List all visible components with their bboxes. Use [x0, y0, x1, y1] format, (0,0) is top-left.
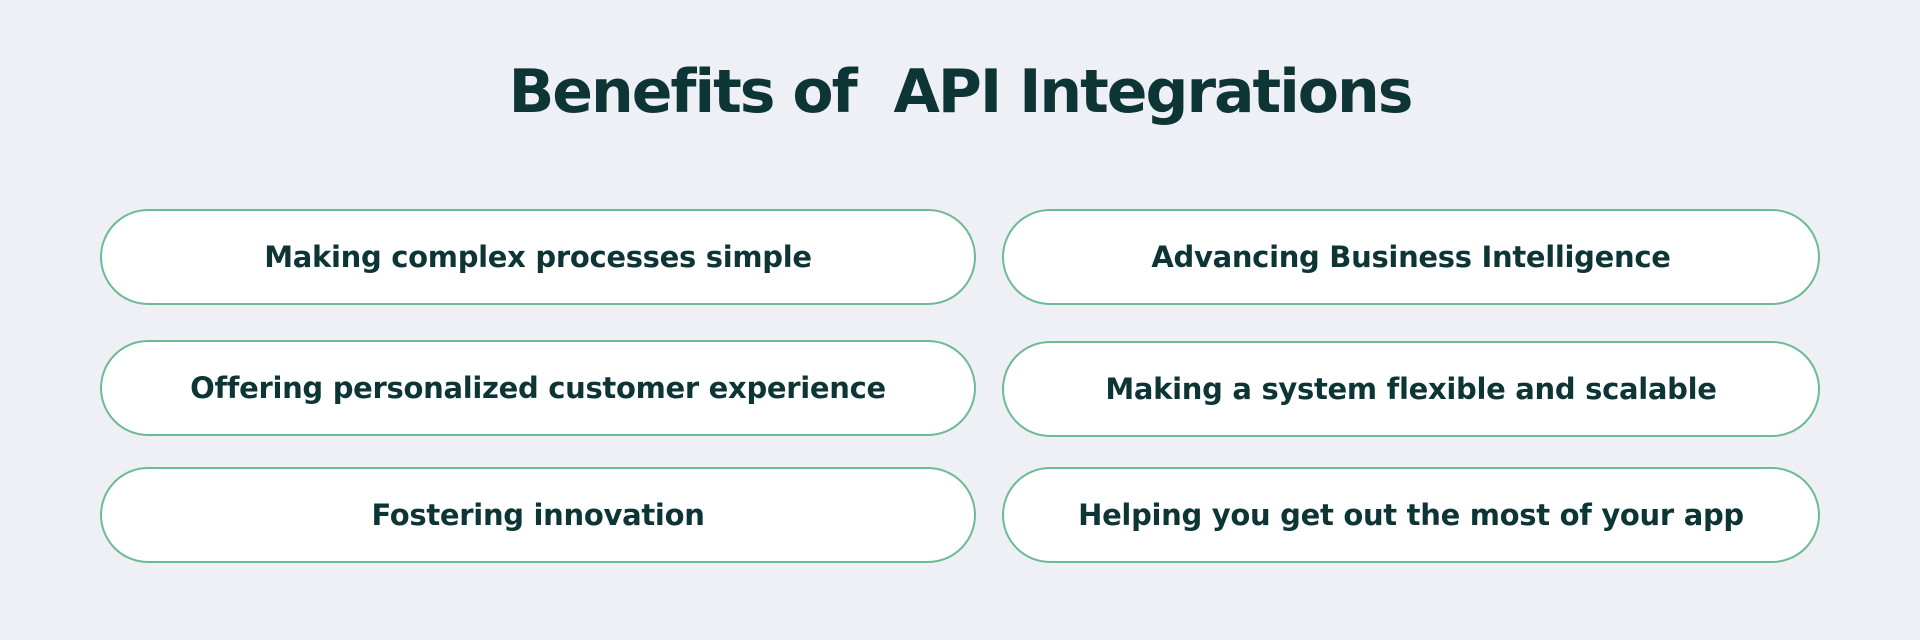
benefit-label: Making a system flexible and scalable	[1105, 372, 1717, 406]
benefit-label: Making complex processes simple	[264, 240, 812, 274]
page-title: Benefits of API Integrations	[508, 57, 1414, 127]
benefit-pill: Fostering innovation	[100, 467, 976, 563]
benefit-label: Advancing Business Intelligence	[1151, 240, 1671, 274]
benefit-pill: Helping you get out the most of your app	[1002, 467, 1820, 563]
benefit-pill: Making complex processes simple	[100, 209, 976, 305]
benefit-pill: Offering personalized customer experienc…	[100, 340, 976, 436]
benefit-label: Helping you get out the most of your app	[1078, 498, 1744, 532]
benefit-label: Offering personalized customer experienc…	[190, 371, 886, 405]
benefit-pill: Advancing Business Intelligence	[1002, 209, 1820, 305]
benefit-label: Fostering innovation	[371, 498, 705, 532]
benefit-pill: Making a system flexible and scalable	[1002, 341, 1820, 437]
